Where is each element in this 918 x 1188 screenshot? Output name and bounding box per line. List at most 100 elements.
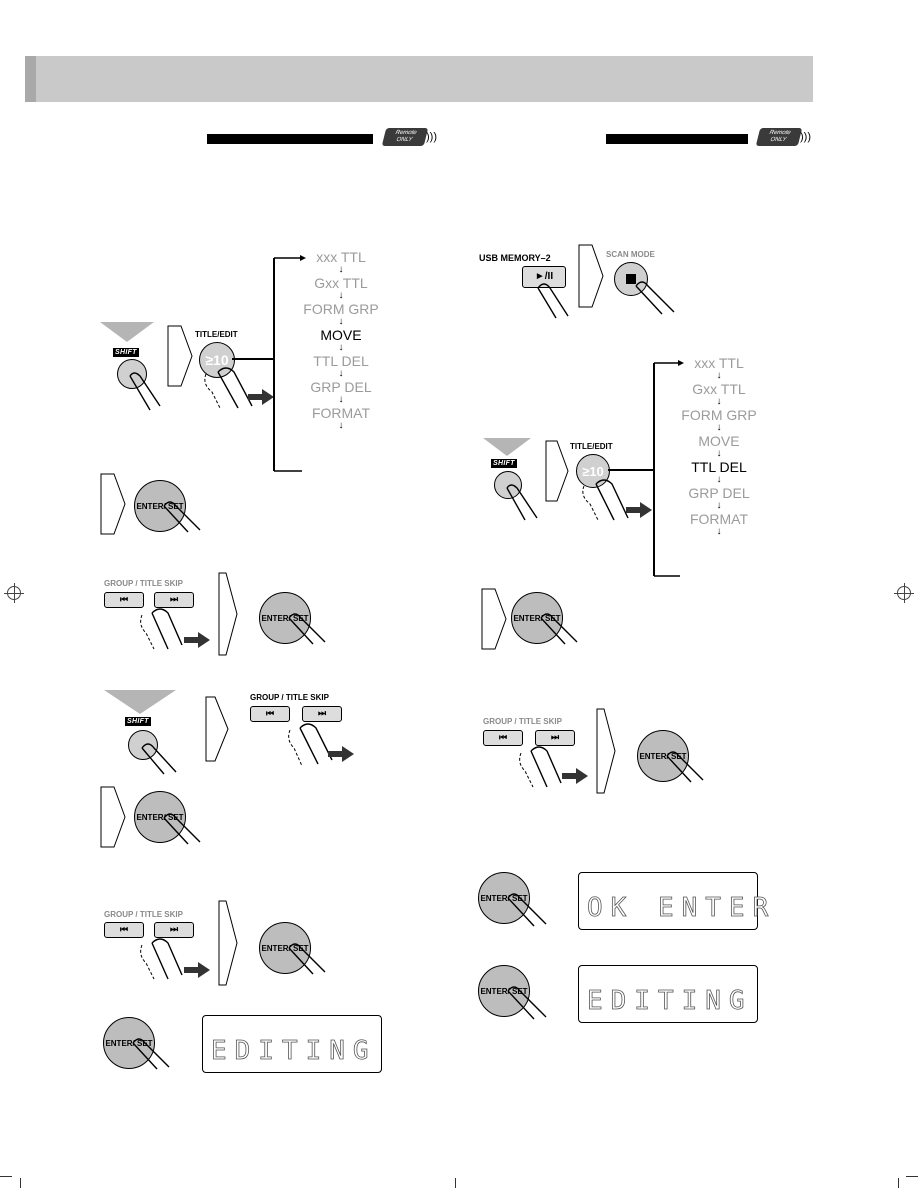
- finger-double-press-icon: [288, 723, 333, 767]
- skip-next-button[interactable]: ⏭: [302, 706, 342, 722]
- enter-set-button[interactable]: ENTER/ SET: [637, 730, 689, 782]
- down-arrow-icon: ↓: [338, 316, 344, 327]
- finger-icon: [506, 484, 538, 521]
- finger-icon: [537, 283, 569, 319]
- down-arrow-icon: ↓: [716, 526, 722, 537]
- enter-set-button[interactable]: ENTER/ SET: [103, 1017, 155, 1069]
- skip-next-button[interactable]: ⏭: [154, 592, 194, 608]
- lcd-display: EDITING: [578, 965, 758, 1023]
- group-title-skip-label: GROUP / TITLE SKIP: [483, 717, 562, 726]
- down-arrow-icon: ↓: [716, 370, 722, 381]
- usb-play-pause-button[interactable]: ►/II: [522, 266, 566, 288]
- lcd-display-text: EDITING: [587, 986, 753, 1017]
- enter-set-label: ENTER/ SET: [261, 613, 309, 623]
- group-title-skip-label: GROUP / TITLE SKIP: [104, 579, 183, 588]
- finger-double-press-icon: [140, 608, 183, 650]
- finger-icon: [507, 986, 547, 1020]
- step-chevron-icon: [218, 572, 238, 656]
- title-edit-label: TITLE/EDIT: [570, 442, 613, 451]
- skip-next-button[interactable]: ⏭: [154, 922, 194, 938]
- menu-bracket-lines: [608, 360, 684, 577]
- menu-item-form-grp: FORM GRP: [303, 301, 379, 317]
- finger-icon: [141, 743, 177, 775]
- right-arrow-icon: [184, 962, 210, 978]
- shift-label: SHIFT: [491, 459, 517, 468]
- menu-item-gxx-ttl: Gxx TTL: [314, 275, 368, 291]
- down-arrow-icon: ↓: [716, 396, 722, 407]
- finger-icon: [132, 1038, 170, 1070]
- menu-item-format: FORMAT: [689, 511, 749, 527]
- lcd-display: EDITING: [202, 1015, 382, 1073]
- enter-set-button[interactable]: ENTER/ SET: [511, 592, 563, 644]
- right-section-title-bar: [606, 134, 748, 144]
- scan-mode-stop-button[interactable]: [614, 262, 648, 296]
- down-arrow-icon: ↓: [716, 422, 722, 433]
- group-title-skip-label: GROUP / TITLE SKIP: [104, 910, 183, 919]
- ten-plus-label: ≥10: [205, 352, 229, 368]
- enter-set-label: ENTER/ SET: [480, 986, 528, 996]
- crop-mark: [906, 1176, 918, 1177]
- enter-set-button[interactable]: ENTER/ SET: [478, 872, 530, 924]
- down-arrow-icon: ↓: [716, 500, 722, 511]
- right-menu-cycle: xxx TTL ↓ Gxx TTL ↓ FORM GRP ↓ MOVE ↓ TT…: [664, 355, 774, 537]
- finger-icon: [507, 893, 547, 927]
- lcd-display-text: OK ENTER: [587, 893, 777, 924]
- enter-set-button[interactable]: ENTER/ SET: [259, 592, 311, 644]
- usb-memory-label: USB MEMORY–2: [479, 253, 551, 263]
- menu-item-grp-del: GRP DEL: [310, 379, 372, 395]
- step-chevron-icon: [205, 696, 229, 762]
- step-chevron-icon: [218, 900, 238, 986]
- shift-button[interactable]: [117, 359, 147, 389]
- crop-mark: [455, 1178, 456, 1188]
- enter-set-label: ENTER/ SET: [136, 812, 184, 822]
- grey-press-arrow-icon: [104, 690, 176, 714]
- enter-set-label: ENTER/ SET: [639, 751, 687, 761]
- menu-item-gxx-ttl: Gxx TTL: [692, 381, 746, 397]
- enter-set-button[interactable]: ENTER/ SET: [259, 922, 311, 974]
- crop-mark: [898, 1178, 899, 1188]
- finger-icon: [129, 372, 161, 411]
- remote-badge-line1: Remote: [768, 130, 792, 136]
- skip-next-icon: ⏭: [169, 594, 179, 604]
- left-section-title-bar: [207, 134, 373, 144]
- step-chevron-icon: [100, 786, 126, 848]
- step-chevron-icon: [545, 440, 569, 502]
- finger-double-press-icon: [582, 479, 629, 521]
- skip-previous-button[interactable]: ⏮: [104, 922, 144, 938]
- right-remote-only-badge: Remote ONLY: [755, 128, 803, 146]
- skip-next-icon: ⏭: [169, 924, 179, 934]
- shift-button[interactable]: [494, 471, 522, 499]
- ten-plus-label: ≥10: [582, 463, 604, 479]
- grey-press-arrow-icon: [483, 438, 531, 456]
- down-arrow-icon: ↓: [338, 420, 344, 431]
- skip-previous-icon: ⏮: [498, 732, 508, 742]
- enter-set-button[interactable]: ENTER/ SET: [478, 965, 530, 1017]
- step-chevron-icon: [100, 473, 126, 535]
- skip-next-button[interactable]: ⏭: [535, 730, 575, 746]
- finger-double-press-icon: [204, 367, 253, 409]
- enter-set-button[interactable]: ENTER/ SET: [134, 480, 186, 532]
- right-arrow-icon: [184, 632, 210, 648]
- skip-previous-icon: ⏮: [119, 924, 129, 934]
- enter-set-button[interactable]: ENTER/ SET: [134, 791, 186, 843]
- menu-item-move: MOVE: [698, 433, 740, 449]
- title-edit-button[interactable]: ≥10: [576, 454, 610, 488]
- skip-previous-button[interactable]: ⏮: [250, 706, 290, 722]
- right-arrow-icon: [562, 768, 588, 784]
- shift-button[interactable]: [128, 730, 158, 760]
- menu-item-move: MOVE: [320, 327, 362, 343]
- skip-previous-icon: ⏮: [119, 594, 129, 604]
- down-arrow-icon: ↓: [338, 394, 344, 405]
- finger-icon: [540, 613, 578, 645]
- menu-item-form-grp: FORM GRP: [681, 407, 757, 423]
- finger-icon: [666, 751, 704, 783]
- menu-item-ttl-del: TTL DEL: [313, 353, 369, 369]
- skip-previous-button[interactable]: ⏮: [483, 730, 523, 746]
- down-arrow-icon: ↓: [338, 264, 344, 275]
- enter-set-label: ENTER/ SET: [261, 943, 309, 953]
- finger-icon: [163, 501, 201, 533]
- header-band: [25, 56, 813, 102]
- title-edit-button[interactable]: ≥10: [199, 342, 235, 378]
- skip-previous-button[interactable]: ⏮: [104, 592, 144, 608]
- title-edit-label: TITLE/EDIT: [195, 330, 238, 339]
